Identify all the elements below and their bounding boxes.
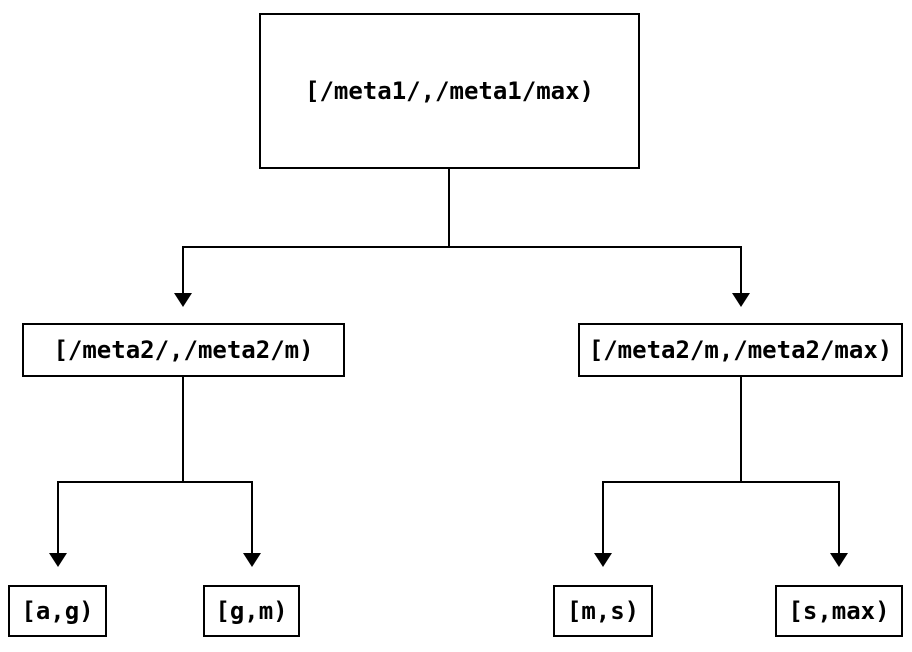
node-root-interval: [/meta1/,/meta1/max): [259, 13, 640, 169]
connector-line: [182, 377, 184, 483]
node-leaf-ag: [a,g): [8, 585, 107, 637]
connector-line: [448, 169, 450, 247]
arrow-down-icon: [732, 293, 750, 307]
arrow-down-icon: [174, 293, 192, 307]
node-meta2-left-interval: [/meta2/,/meta2/m): [22, 323, 345, 377]
node-meta2-right-interval: [/meta2/m,/meta2/max): [578, 323, 903, 377]
arrow-down-icon: [594, 553, 612, 567]
arrow-down-icon: [243, 553, 261, 567]
connector-line: [182, 246, 184, 293]
connector-line: [740, 377, 742, 483]
connector-line: [602, 481, 840, 483]
connector-line: [57, 481, 59, 553]
node-leaf-smax: [s,max): [775, 585, 903, 637]
arrow-down-icon: [49, 553, 67, 567]
arrow-down-icon: [830, 553, 848, 567]
connector-line: [182, 246, 742, 248]
connector-line: [740, 246, 742, 293]
connector-line: [57, 481, 253, 483]
node-leaf-gm: [g,m): [203, 585, 300, 637]
node-leaf-ms: [m,s): [553, 585, 653, 637]
connector-line: [251, 481, 253, 553]
connector-line: [838, 481, 840, 553]
connector-line: [602, 481, 604, 553]
